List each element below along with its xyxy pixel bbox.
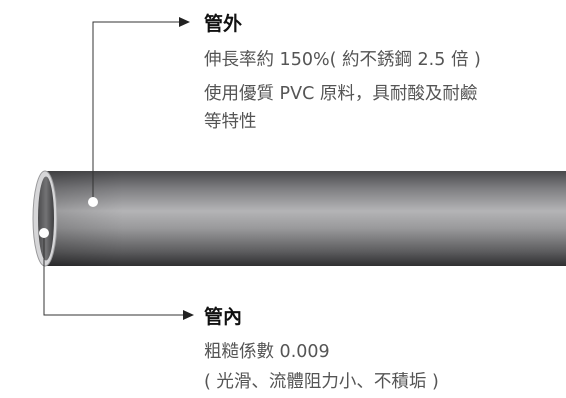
outer-line-3: 等特性 — [204, 112, 257, 132]
pipe-end-inner — [38, 176, 54, 261]
outer-callout — [88, 17, 190, 207]
outer-arrow-icon — [179, 17, 190, 27]
pipe-body-shade — [44, 171, 566, 266]
outer-dot — [88, 197, 98, 207]
inner-callout — [39, 228, 194, 320]
inner-title: 管內 — [204, 306, 243, 328]
inner-line-2: ( 光滑、流體阻力小、不積垢 ) — [204, 372, 439, 392]
outer-title: 管外 — [204, 13, 243, 35]
outer-line-2: 使用優質 PVC 原料，具耐酸及耐鹼 — [204, 84, 478, 104]
inner-dot — [39, 228, 49, 238]
inner-line-1: 粗糙係數 0.009 — [204, 342, 330, 362]
outer-line-1: 伸長率約 150%( 約不銹鋼 2.5 倍 ) — [204, 50, 481, 70]
inner-arrow-icon — [183, 310, 194, 320]
